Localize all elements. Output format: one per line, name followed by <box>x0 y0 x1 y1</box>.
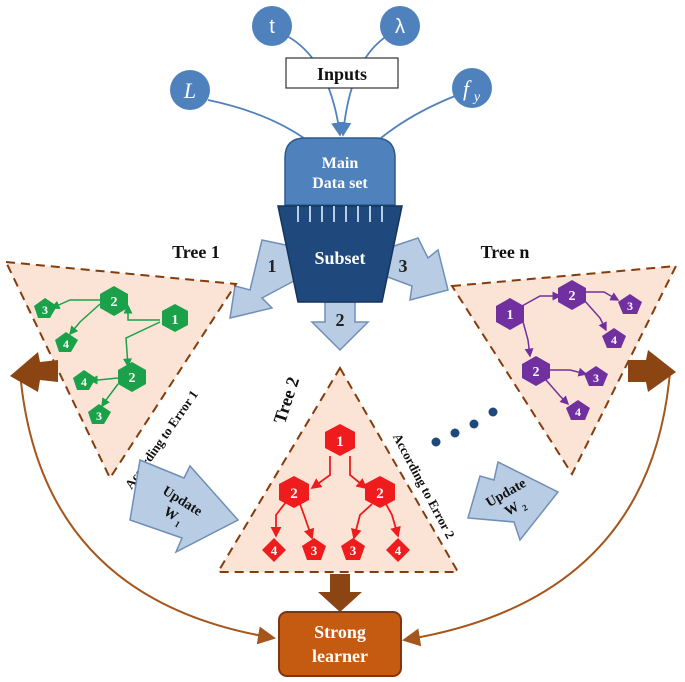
svg-text:2: 2 <box>376 486 384 502</box>
svg-text:4: 4 <box>395 543 402 558</box>
svg-text:y: y <box>472 90 481 105</box>
svg-text:4: 4 <box>575 405 581 419</box>
svg-text:L: L <box>183 78 196 103</box>
input-node-fy: f y <box>452 68 492 108</box>
svg-text:λ: λ <box>395 16 405 38</box>
update-arrow-1: Update W 1 <box>129 458 240 554</box>
tree1-node-2a: 2 <box>100 286 128 316</box>
update-arrow-2: Update W 2 <box>467 460 560 542</box>
subset-box: Subset <box>277 205 403 303</box>
subset-arrow-3: 3 <box>384 237 449 302</box>
input-node-t: t <box>252 6 292 46</box>
tree2-edges <box>270 456 401 540</box>
svg-text:f: f <box>463 76 472 101</box>
treen-node-2b: 2 <box>522 356 550 386</box>
tree2-node-1: 1 <box>325 424 355 456</box>
tree2-node-2b: 2 <box>365 476 395 508</box>
svg-text:1: 1 <box>268 256 277 276</box>
treen-node-2a: 2 <box>558 280 586 310</box>
svg-text:Main: Main <box>322 155 359 172</box>
tree1-node-3a: 3 <box>34 298 57 318</box>
main-data-set: Main Data set <box>284 137 396 206</box>
svg-text:4: 4 <box>611 333 617 347</box>
subset-arrow-2: 2 <box>310 301 370 352</box>
input-node-L: L <box>170 70 210 110</box>
input-node-lambda: λ <box>380 6 420 46</box>
svg-text:Strong: Strong <box>314 622 366 642</box>
strong-learner-box: Strong learner <box>278 611 402 677</box>
svg-text:2: 2 <box>533 365 540 380</box>
tree1-node-2b: 2 <box>118 362 146 392</box>
tree2-title: Tree 2 <box>269 374 303 426</box>
treen-node-4b: 4 <box>566 400 590 420</box>
subset-arrow-1: 1 <box>229 239 306 319</box>
svg-text:learner: learner <box>312 646 368 666</box>
tree2-node-3b: 3 <box>341 538 365 560</box>
ellipsis-dots <box>431 407 498 447</box>
tree2-node-3a: 3 <box>302 538 326 560</box>
tree2-node-4b: 4 <box>386 538 410 562</box>
svg-text:3: 3 <box>96 409 102 423</box>
treen-title: Tree n <box>481 242 530 262</box>
svg-text:2: 2 <box>520 502 529 513</box>
svg-text:1: 1 <box>172 313 179 328</box>
treen-node-3b: 3 <box>584 366 608 386</box>
tree2-node-4a: 4 <box>262 538 286 562</box>
tree2-triangle <box>216 366 460 573</box>
tree1-node-3b: 3 <box>88 404 111 424</box>
svg-text:2: 2 <box>129 371 136 386</box>
svg-text:W: W <box>502 500 522 520</box>
svg-text:1: 1 <box>336 434 344 450</box>
svg-text:4: 4 <box>81 375 87 389</box>
svg-text:3: 3 <box>42 303 48 317</box>
tree2-node-2a: 2 <box>279 476 309 508</box>
svg-text:3: 3 <box>399 256 408 276</box>
svg-text:t: t <box>269 16 275 38</box>
svg-text:2: 2 <box>111 295 118 310</box>
down-arrow-to-learner <box>318 574 362 612</box>
inputs-box: Inputs <box>285 57 399 89</box>
treen-node-1: 1 <box>496 298 524 330</box>
input-connectors <box>207 35 456 154</box>
svg-text:4: 4 <box>271 543 278 558</box>
svg-text:Data set: Data set <box>312 175 368 192</box>
svg-text:2: 2 <box>569 289 576 304</box>
treen-node-3a: 3 <box>618 294 642 314</box>
svg-text:2: 2 <box>290 486 298 502</box>
svg-text:1: 1 <box>173 519 183 530</box>
tree1-node-4a: 4 <box>55 332 78 352</box>
svg-text:4: 4 <box>63 337 69 351</box>
svg-text:3: 3 <box>311 543 318 558</box>
svg-text:3: 3 <box>350 543 357 558</box>
treen-edges <box>521 291 620 406</box>
svg-text:W: W <box>161 504 181 524</box>
svg-text:1: 1 <box>507 308 514 323</box>
treen-node-4a: 4 <box>602 328 626 348</box>
svg-text:3: 3 <box>627 299 633 313</box>
svg-text:3: 3 <box>593 371 599 385</box>
curve-left <box>10 352 276 645</box>
tree1-node-1: 1 <box>162 304 188 332</box>
svg-text:Inputs: Inputs <box>317 64 367 84</box>
tree1-node-4b: 4 <box>73 370 96 390</box>
curve-right <box>402 350 676 647</box>
tree1-title: Tree 1 <box>172 242 220 262</box>
svg-text:Subset: Subset <box>314 248 365 268</box>
svg-text:2: 2 <box>336 310 345 330</box>
